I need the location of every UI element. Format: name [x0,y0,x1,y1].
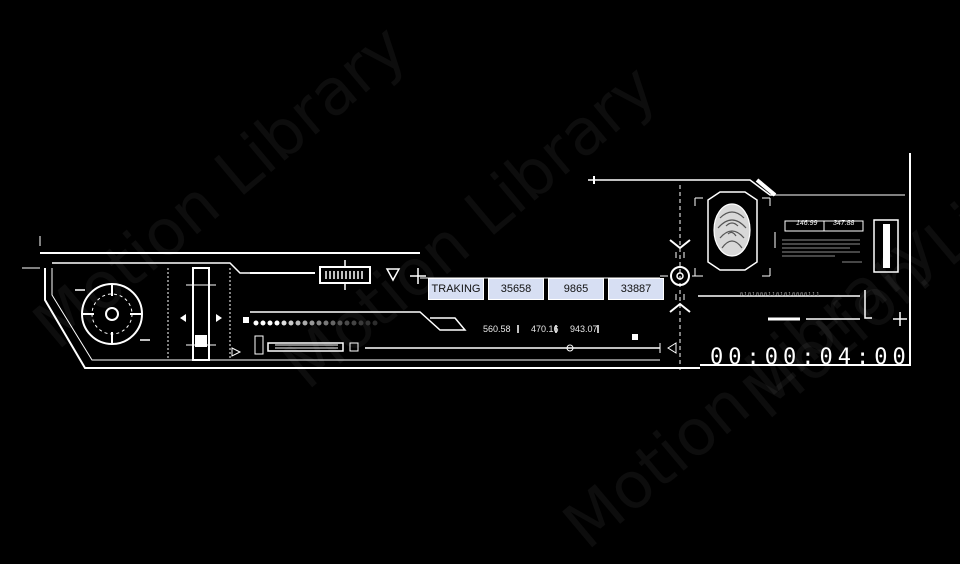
fingerprint-scanner [694,191,771,277]
tracking-label: TRAKING [428,278,484,300]
tracking-value: 35658 [488,278,544,300]
radar-dial-icon [75,283,150,345]
frame-right-line [700,153,911,366]
tracking-bar: TRAKING 35658 9865 33887 [428,278,664,300]
binary-strip: 01010001101010000111 [740,292,821,298]
readout-value: 470.16 [531,324,559,334]
triangle-down-icon [385,268,401,282]
readout-value: 560.58 [483,324,511,334]
target-reticle-icon [660,185,700,370]
barcode-box [319,260,371,290]
dot-progress [243,317,378,326]
crosshair-plus-icon [410,268,426,284]
hud-frame [22,153,911,370]
fingerprint-icon [713,203,751,257]
vertical-gauge [873,219,899,273]
tracking-value: 9865 [548,278,604,300]
horizontal-slider [254,335,677,355]
id-value: 347.88 [833,220,855,227]
readout-value: 943.07 [570,324,598,334]
frame-bottom-line [44,268,700,369]
vertical-slider [167,267,231,361]
tracking-value: 33887 [608,278,664,300]
timer-display: 00:00:04:00 [710,345,911,370]
id-value: 146.99 [796,220,818,227]
